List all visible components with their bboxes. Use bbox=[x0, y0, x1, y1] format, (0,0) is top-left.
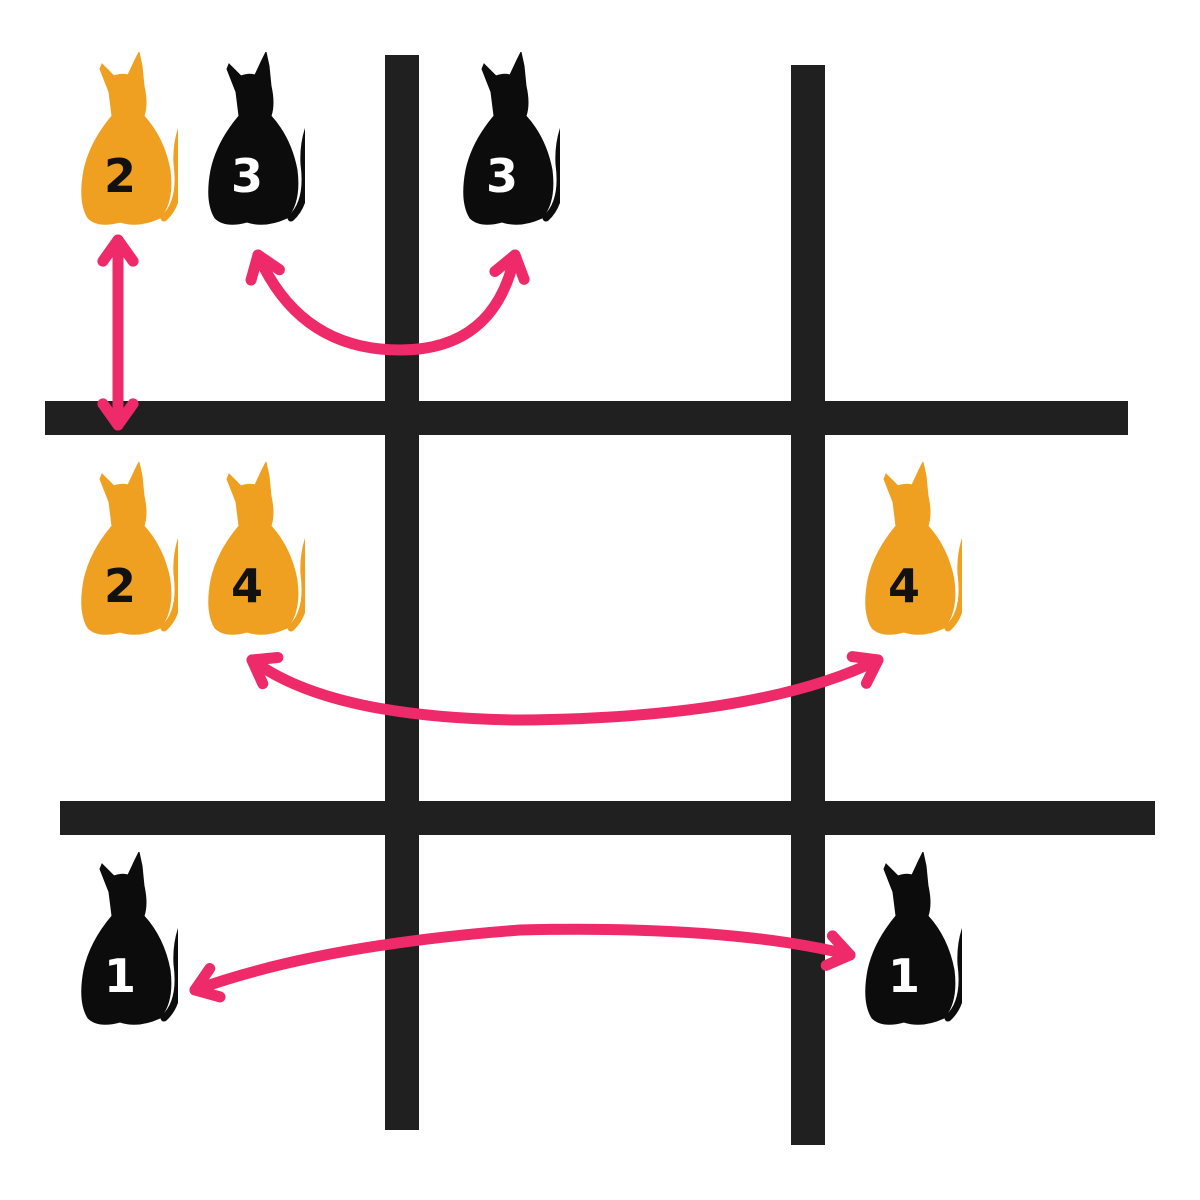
cat-number-label: 2 bbox=[104, 559, 136, 613]
match-arrows bbox=[97, 234, 884, 1003]
cat-number-label: 4 bbox=[231, 559, 263, 613]
cat-2-middle: 2 bbox=[82, 462, 181, 634]
cat-number-label: 3 bbox=[486, 149, 518, 203]
cat-2-top: 2 bbox=[82, 52, 181, 224]
arrowhead-icon bbox=[97, 234, 139, 267]
cat-number-label: 1 bbox=[888, 949, 920, 1003]
cat-1-bottom-right: 1 bbox=[866, 852, 965, 1024]
tic-tac-toe-grid bbox=[45, 55, 1155, 1145]
cat-4-middle-left: 4 bbox=[209, 462, 308, 634]
arrowhead-icon bbox=[846, 651, 884, 689]
cat-number-label: 4 bbox=[888, 559, 920, 613]
arrowhead-icon bbox=[245, 249, 285, 286]
link-cat-1-bottom-left-to-cat-1-bottom-right bbox=[189, 923, 856, 1003]
cat-3-top-right: 3 bbox=[464, 52, 563, 224]
cat-number-label: 1 bbox=[104, 949, 136, 1003]
double-arrow-icon bbox=[246, 654, 884, 726]
cat-4-middle-right: 4 bbox=[866, 462, 965, 634]
arrowhead-icon bbox=[489, 249, 530, 285]
link-cat-3-top-left-to-cat-3-top-right bbox=[245, 249, 530, 356]
cat-tokens: 2 3 3 2 4 4 1 1 bbox=[82, 52, 965, 1024]
link-cat-2-top-to-cat-2-middle bbox=[97, 234, 139, 431]
arrowhead-icon bbox=[820, 930, 856, 971]
cat-number-label: 3 bbox=[231, 149, 263, 203]
arrowhead-icon bbox=[189, 963, 226, 1003]
arrowhead-icon bbox=[97, 398, 139, 431]
double-arrow-icon bbox=[252, 249, 521, 356]
cat-3-top-left: 3 bbox=[209, 52, 308, 224]
link-cat-4-middle-left-to-cat-4-middle-right bbox=[246, 651, 884, 726]
double-arrow-icon bbox=[189, 923, 856, 996]
cat-1-bottom-left: 1 bbox=[82, 852, 181, 1024]
arrowhead-icon bbox=[246, 651, 284, 690]
cat-number-label: 2 bbox=[104, 149, 136, 203]
